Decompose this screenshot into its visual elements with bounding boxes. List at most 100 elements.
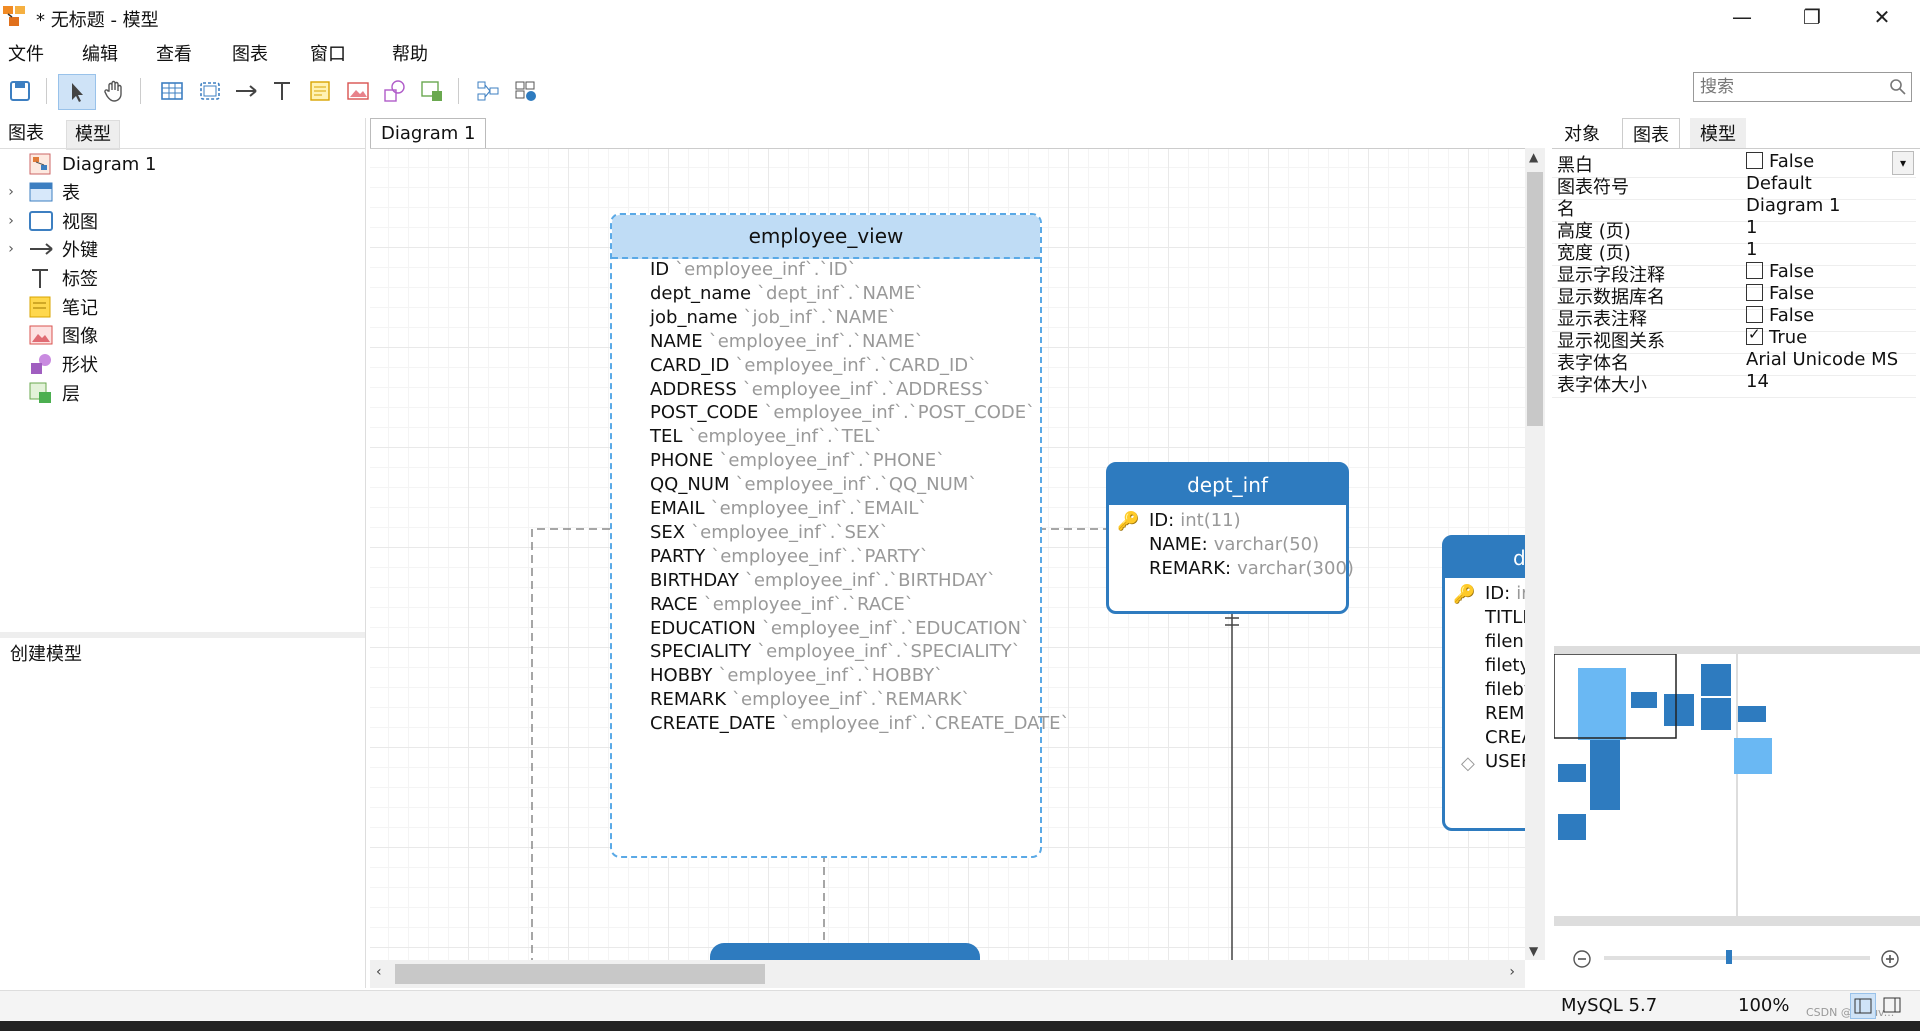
column-row[interactable]: EMAIL`employee_inf`.`EMAIL` (650, 498, 927, 519)
close-button[interactable]: ✕ (1873, 5, 1891, 29)
column-row[interactable]: ID`employee_inf`.`ID` (650, 259, 857, 280)
select-tool-button[interactable] (58, 74, 96, 110)
property-value[interactable]: False (1746, 261, 1814, 282)
new-image-button[interactable] (340, 74, 376, 108)
layout-toggle-button[interactable] (1850, 993, 1876, 1019)
property-value[interactable]: False (1746, 305, 1814, 326)
scroll-left-icon[interactable]: ‹ (376, 964, 382, 980)
menu-window[interactable]: 窗口 (310, 44, 346, 65)
column-row[interactable]: ◇USEF (1461, 751, 1525, 774)
diagram-settings-button[interactable] (508, 74, 544, 108)
column-row[interactable]: BIRTHDAY`employee_inf`.`BIRTHDAY` (650, 570, 996, 591)
entity-partial-bottom[interactable] (710, 943, 980, 961)
zoom-out-button[interactable] (1572, 949, 1592, 969)
save-button[interactable] (2, 74, 38, 108)
column-row[interactable]: REMARK:varchar(300) (1149, 558, 1354, 579)
expand-arrow-icon[interactable]: › (8, 213, 14, 229)
new-label-button[interactable] (264, 74, 300, 108)
expand-arrow-icon[interactable]: › (8, 184, 14, 200)
tab-chart[interactable]: 图表 (1622, 118, 1680, 149)
property-value[interactable]: False (1746, 151, 1814, 172)
checkbox-unchecked[interactable] (1746, 262, 1763, 279)
minimize-button[interactable]: — (1732, 5, 1752, 29)
new-shape-button[interactable] (376, 74, 412, 108)
column-row[interactable]: SPECIALITY`employee_inf`.`SPECIALITY` (650, 641, 1021, 662)
tree-item-layers[interactable]: 层 (0, 379, 80, 407)
property-value[interactable]: ✓True (1746, 325, 1807, 348)
property-row[interactable]: 宽度 (页)1 (1552, 238, 1916, 266)
search-field[interactable] (1693, 72, 1912, 102)
column-row[interactable]: SEX`employee_inf`.`SEX` (650, 522, 889, 543)
column-row[interactable]: REMARK`employee_inf`.`REMARK` (650, 689, 970, 710)
zoom-slider[interactable] (1604, 956, 1870, 960)
search-icon[interactable] (1889, 78, 1907, 96)
tree-item-diagram[interactable]: Diagram 1 (0, 150, 156, 178)
tab-diagram-1[interactable]: Diagram 1 (370, 118, 487, 149)
menu-view[interactable]: 查看 (156, 44, 192, 65)
column-row[interactable]: HOBBY`employee_inf`.`HOBBY` (650, 665, 943, 686)
column-row[interactable]: PARTY`employee_inf`.`PARTY` (650, 546, 929, 567)
column-row[interactable]: 🔑ID:ir (1453, 583, 1525, 605)
expand-arrow-icon[interactable]: › (8, 241, 14, 257)
layout-toggle-button[interactable] (1880, 993, 1906, 1019)
scroll-right-icon[interactable]: › (1509, 964, 1515, 980)
tree-item-images[interactable]: 图像 (0, 321, 98, 349)
column-row[interactable]: NAME`employee_inf`.`NAME` (650, 331, 924, 352)
column-row[interactable]: TEL`employee_inf`.`TEL` (650, 426, 883, 447)
column-row[interactable]: QQ_NUM`employee_inf`.`QQ_NUM` (650, 474, 977, 495)
property-value[interactable]: False (1746, 283, 1814, 304)
new-note-button[interactable] (302, 74, 338, 108)
chevron-down-icon[interactable]: ▾ (1892, 151, 1914, 175)
tree-item-tables[interactable]: › 表 (0, 178, 80, 206)
column-row[interactable]: fileby (1485, 679, 1525, 700)
entity-dept-inf[interactable]: dept_inf 🔑ID:int(11)NAME:varchar(50)REMA… (1106, 462, 1354, 614)
property-value[interactable]: Arial Unicode MS (1746, 349, 1898, 370)
checkbox-unchecked[interactable] (1746, 306, 1763, 323)
restore-button[interactable]: ❐ (1803, 5, 1821, 29)
column-row[interactable]: CARD_ID`employee_inf`.`CARD_ID` (650, 355, 977, 376)
menu-edit[interactable]: 编辑 (82, 44, 118, 65)
search-input[interactable] (1698, 76, 1882, 98)
column-row[interactable]: ADDRESS`employee_inf`.`ADDRESS` (650, 379, 992, 400)
scroll-up-icon[interactable]: ▲ (1529, 150, 1539, 164)
auto-layout-button[interactable] (470, 74, 506, 108)
menu-diagram[interactable]: 图表 (232, 44, 268, 65)
diagram-canvas[interactable]: employee_view ID`employee_inf`.`ID`dept_… (370, 148, 1525, 961)
checkbox-unchecked[interactable] (1746, 284, 1763, 301)
column-row[interactable]: filena (1485, 631, 1525, 652)
column-row[interactable]: job_name`job_inf`.`NAME` (650, 307, 897, 328)
tree-item-notes[interactable]: 笔记 (0, 293, 98, 321)
vertical-scroll-thumb[interactable] (1527, 172, 1543, 426)
diagram-overview[interactable] (1554, 646, 1920, 926)
column-row[interactable]: EDUCATION`employee_inf`.`EDUCATION` (650, 618, 1030, 639)
column-row[interactable]: TITLE (1485, 607, 1525, 628)
column-row[interactable]: RACE`employee_inf`.`RACE` (650, 594, 914, 615)
column-row[interactable]: dept_name`dept_inf`.`NAME` (650, 283, 924, 304)
column-row[interactable]: NAME:varchar(50) (1149, 534, 1319, 555)
property-value[interactable]: 1 (1746, 239, 1757, 260)
new-table-button[interactable] (154, 74, 190, 108)
column-row[interactable]: REM (1485, 703, 1525, 724)
property-value[interactable]: Diagram 1 (1746, 195, 1840, 216)
entity-employee-view[interactable]: employee_view ID`employee_inf`.`ID`dept_… (610, 213, 1069, 858)
tree-item-labels[interactable]: 标签 (0, 264, 98, 292)
new-view-button[interactable] (192, 74, 228, 108)
column-row[interactable]: 🔑ID:int(11) (1117, 510, 1241, 532)
entity-partial-right[interactable]: d 🔑ID:irTITLEfilenafiletyfilebyREMCREA◇U… (1442, 535, 1525, 831)
property-value[interactable]: 14 (1746, 371, 1769, 392)
tab-model[interactable]: 模型 (66, 120, 120, 150)
checkbox-unchecked[interactable] (1746, 152, 1763, 169)
tab-object[interactable]: 对象 (1564, 124, 1600, 145)
menu-file[interactable]: 文件 (8, 44, 44, 65)
scroll-down-icon[interactable]: ▼ (1529, 944, 1539, 958)
tab-model[interactable]: 模型 (1690, 118, 1746, 148)
property-value[interactable]: 1 (1746, 217, 1757, 238)
